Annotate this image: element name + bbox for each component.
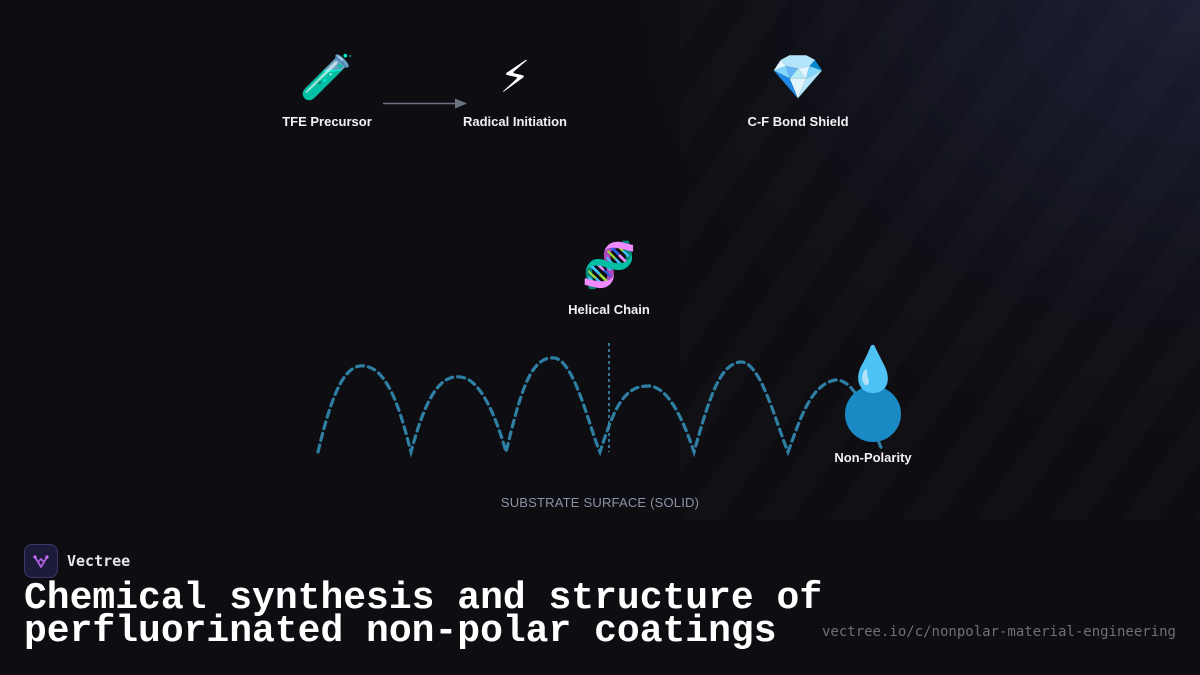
node-cf-bond-shield: 💎 C-F Bond Shield [708, 52, 888, 129]
page-title: Chemical synthesis and structure of perf… [24, 577, 823, 653]
source-url: vectree.io/c/nonpolar-material-engineeri… [821, 624, 1176, 640]
node-label: C-F Bond Shield [747, 114, 849, 129]
substrate-label: SUBSTRATE SURFACE (SOLID) [500, 495, 700, 510]
water-droplet [845, 386, 901, 442]
node-label: Radical Initiation [462, 114, 567, 129]
node-label: Non-Polarity [834, 450, 912, 465]
node-non-polarity: 💧 Non-Polarity [783, 344, 963, 465]
droplet-icon: 💧 [845, 344, 901, 395]
node-tfe-precursor: 🧪 TFE Precursor [237, 52, 417, 129]
node-radical-initiation: ⚡ Radical Initiation [425, 52, 605, 129]
node-helical-chain: 🧬 Helical Chain [519, 240, 699, 317]
helical-chain-path [316, 356, 884, 459]
brand-name: Vectree [67, 552, 131, 570]
lightning-bolt-icon: ⚡ [499, 52, 531, 103]
brand: Vectree [24, 544, 130, 578]
dna-icon: 🧬 [581, 240, 637, 291]
gem-icon: 💎 [770, 52, 826, 103]
node-label: TFE Precursor [282, 114, 372, 129]
node-label: Helical Chain [568, 302, 650, 317]
test-tube-icon: 🧪 [299, 52, 355, 103]
vectree-logo-icon [24, 544, 58, 578]
